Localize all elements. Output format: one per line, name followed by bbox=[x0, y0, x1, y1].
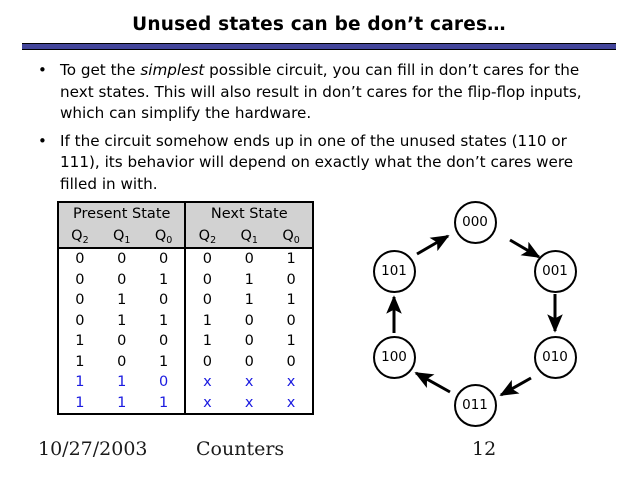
cell-present-q1: 0 bbox=[117, 251, 127, 268]
state-transition-table: Present State Next State Q2 Q1 Q0 Q2 Q1 … bbox=[57, 201, 314, 415]
footer-page-number: 12 bbox=[472, 438, 497, 460]
cell-next-q2: 0 bbox=[184, 351, 229, 372]
cell-next-q0: x bbox=[286, 374, 296, 391]
state-node-100: 100 bbox=[372, 335, 416, 379]
state-node-001: 001 bbox=[533, 249, 577, 293]
cell-next-q2: 0 bbox=[184, 248, 229, 270]
title-divider bbox=[22, 43, 616, 50]
cell-next-q2: 1 bbox=[184, 331, 229, 352]
edge-101-000 bbox=[416, 234, 450, 256]
edge-010-011 bbox=[499, 376, 532, 397]
column-group-present-state: Present State bbox=[58, 202, 186, 224]
column-header-next-q0: Q0 bbox=[270, 224, 313, 249]
bullet-marker: • bbox=[38, 131, 47, 150]
cell-present-q1: 1 bbox=[117, 292, 127, 309]
table-group-header-row: Present State Next State bbox=[58, 202, 313, 224]
cell-next-q0: 0 bbox=[286, 312, 296, 329]
cell-next-q2: x bbox=[184, 372, 229, 393]
cell-next-q0: 1 bbox=[286, 292, 296, 309]
cell-present-q0: 0 bbox=[158, 251, 169, 268]
cell-next-q1: x bbox=[244, 394, 254, 411]
state-node-000: 000 bbox=[453, 200, 497, 244]
cell-present-q0: 1 bbox=[158, 271, 169, 288]
cell-next-q0: 1 bbox=[286, 251, 296, 268]
bullet-list: • To get the simplest possible circuit, … bbox=[30, 60, 610, 201]
bullet-text-part1: To get the bbox=[60, 61, 141, 79]
bullet-text: If the circuit somehow ends up in one of… bbox=[60, 131, 574, 193]
cell-next-q1: x bbox=[244, 374, 254, 391]
cell-next-q0: 0 bbox=[286, 271, 296, 288]
cell-next-q2: 0 bbox=[184, 290, 229, 311]
column-header-present-q0: Q0 bbox=[142, 224, 186, 249]
state-node-011: 011 bbox=[453, 383, 497, 427]
bullet-marker: • bbox=[38, 61, 47, 79]
page-title: Unused states can be don’t cares… bbox=[132, 14, 506, 35]
cell-next-q1: 0 bbox=[244, 312, 254, 329]
state-node-010: 010 bbox=[533, 335, 577, 379]
cell-next-q1: 0 bbox=[244, 353, 254, 370]
cell-next-q2: 0 bbox=[184, 269, 229, 290]
column-header-present-q1: Q1 bbox=[100, 224, 143, 249]
state-diagram-edges bbox=[386, 234, 563, 397]
cell-present-q1: 1 bbox=[117, 374, 127, 391]
slide-footer: 10/27/2003 Counters 12 bbox=[0, 438, 638, 468]
cell-present-q1: 0 bbox=[117, 353, 127, 370]
table-sub-header-row: Q2 Q1 Q0 Q2 Q1 Q0 bbox=[58, 224, 313, 249]
cell-next-q2: x bbox=[184, 392, 229, 414]
cell-present-q1: 1 bbox=[117, 312, 127, 329]
cell-present-q2: 1 bbox=[75, 394, 85, 411]
cell-present-q2: 0 bbox=[75, 312, 85, 329]
cell-present-q0: 1 bbox=[158, 353, 169, 370]
cell-present-q0: 1 bbox=[158, 394, 169, 411]
table-header: Present State Next State Q2 Q1 Q0 Q2 Q1 … bbox=[58, 202, 313, 249]
state-node-101: 101 bbox=[372, 249, 416, 293]
cell-next-q0: x bbox=[286, 394, 296, 411]
footer-topic: Counters bbox=[196, 438, 285, 460]
edge-000-001 bbox=[509, 238, 541, 259]
column-group-next-state: Next State bbox=[184, 202, 313, 224]
cell-present-q0: 1 bbox=[158, 312, 169, 329]
cell-present-q2: 0 bbox=[75, 271, 85, 288]
footer-date: 10/27/2003 bbox=[38, 438, 148, 460]
cell-next-q1: 1 bbox=[244, 271, 254, 288]
cell-next-q0: 1 bbox=[286, 333, 296, 350]
cell-next-q1: 1 bbox=[244, 292, 254, 309]
cell-present-q2: 1 bbox=[75, 374, 85, 391]
state-diagram: 000 001 010 011 100 101 bbox=[355, 192, 630, 427]
cell-next-q1: 0 bbox=[244, 251, 254, 268]
cell-next-q1: 0 bbox=[244, 333, 254, 350]
bullet-text-part2: possible circuit, you can fill in don’t … bbox=[60, 61, 582, 122]
list-item: • If the circuit somehow ends up in one … bbox=[30, 131, 610, 196]
cell-next-q2: 1 bbox=[184, 310, 229, 331]
cell-present-q0: 0 bbox=[158, 374, 169, 391]
cell-next-q0: 0 bbox=[286, 353, 296, 370]
cell-present-q0: 0 bbox=[158, 333, 169, 350]
column-header-next-q2: Q2 bbox=[184, 224, 229, 249]
cell-present-q1: 1 bbox=[117, 394, 127, 411]
column-header-present-q2: Q2 bbox=[58, 224, 101, 249]
cell-present-q2: 0 bbox=[75, 292, 85, 309]
list-item: • To get the simplest possible circuit, … bbox=[30, 60, 610, 125]
edge-011-100 bbox=[414, 371, 451, 394]
cell-present-q2: 1 bbox=[75, 353, 85, 370]
column-header-next-q1: Q1 bbox=[228, 224, 271, 249]
cell-present-q0: 0 bbox=[158, 292, 169, 309]
cell-present-q1: 0 bbox=[117, 271, 127, 288]
cell-present-q2: 1 bbox=[75, 333, 85, 350]
cell-present-q2: 0 bbox=[75, 251, 85, 268]
cell-present-q1: 0 bbox=[117, 333, 127, 350]
bullet-emphasis: simplest bbox=[140, 61, 205, 79]
